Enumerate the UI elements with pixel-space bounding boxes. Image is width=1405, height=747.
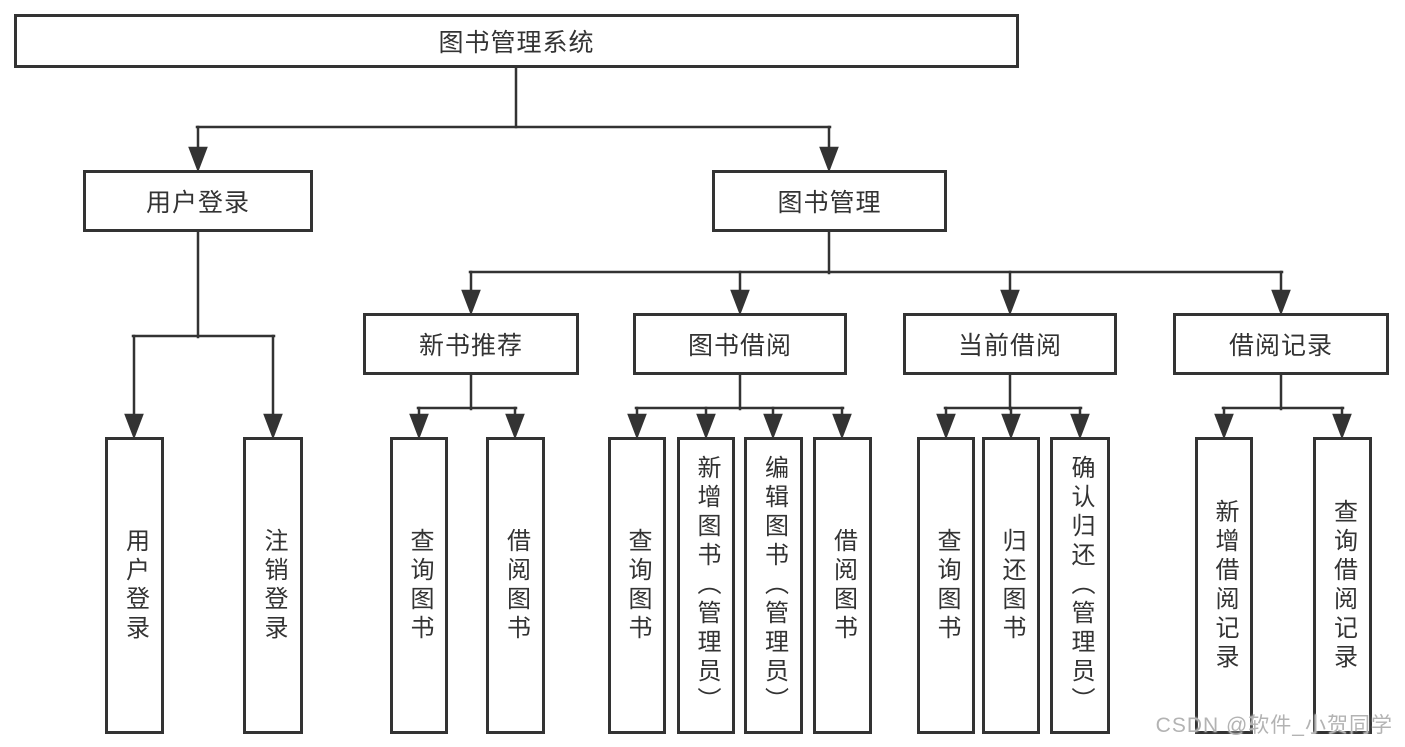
leaf-label: 查询图书 (406, 527, 433, 644)
leaf-label: 查询图书 (933, 527, 960, 644)
leaf-label: 注销登录 (260, 527, 287, 644)
leaf-borrow-book-recommend: 借阅图书 (486, 437, 545, 734)
connector-arrowhead (696, 413, 716, 440)
node-book-borrow: 图书借阅 (633, 313, 847, 375)
leaf-user-login: 用户登录 (105, 437, 164, 734)
node-current-borrow: 当前借阅 (903, 313, 1117, 375)
connector-arrowhead (627, 413, 647, 440)
leaf-add-borrow-record: 新增借阅记录 (1195, 437, 1253, 734)
leaf-label: 确认归还（管理员） (1067, 455, 1094, 716)
leaf-confirm-return-admin: 确认归还（管理员） (1050, 437, 1110, 734)
leaf-label: 新增图书（管理员） (693, 455, 720, 716)
csdn-watermark: CSDN @软件_小贺同学 (1155, 714, 1393, 737)
node-new-book-recommend: 新书推荐 (363, 313, 579, 375)
leaf-label: 查询图书 (624, 527, 651, 644)
leaf-label: 用户登录 (121, 527, 149, 644)
leaf-logout-login: 注销登录 (243, 437, 303, 734)
leaf-label: 新增借阅记录 (1211, 498, 1238, 673)
leaf-return-book: 归还图书 (982, 437, 1040, 734)
connector-arrowhead (1332, 413, 1352, 440)
connector-arrowhead (819, 146, 839, 173)
connector-arrowhead (409, 413, 429, 440)
connector-arrowhead (461, 289, 481, 316)
leaf-label: 借阅图书 (502, 527, 530, 644)
connector-arrowhead (1214, 413, 1234, 440)
connector-arrowhead (1070, 413, 1090, 440)
connector-arrowhead (832, 413, 852, 440)
leaf-label: 归还图书 (998, 527, 1025, 644)
leaf-label: 查询借阅记录 (1329, 498, 1357, 673)
leaf-query-borrow-record: 查询借阅记录 (1313, 437, 1372, 734)
node-borrow-records: 借阅记录 (1173, 313, 1389, 375)
leaf-add-book-admin: 新增图书（管理员） (677, 437, 735, 734)
connector-arrowhead (730, 289, 750, 316)
leaf-label: 编辑图书（管理员） (760, 455, 788, 716)
leaf-edit-book-admin: 编辑图书（管理员） (744, 437, 803, 734)
connector-arrowhead (1271, 289, 1291, 316)
connector-arrowhead (1000, 289, 1020, 316)
leaf-borrow-book: 借阅图书 (813, 437, 872, 734)
connector-arrowhead (763, 413, 783, 440)
node-book-management: 图书管理 (712, 170, 947, 232)
node-library-management-system: 图书管理系统 (14, 14, 1019, 68)
connector-arrowhead (124, 413, 144, 440)
connector-group (124, 66, 1352, 440)
connector-arrowhead (936, 413, 956, 440)
leaf-query-book-current: 查询图书 (917, 437, 975, 734)
connector-arrowhead (263, 413, 283, 440)
connector-arrowhead (505, 413, 525, 440)
connector-arrowhead (188, 146, 208, 173)
connector-arrowhead (1001, 413, 1021, 440)
leaf-query-book-borrow: 查询图书 (608, 437, 666, 734)
leaf-label: 借阅图书 (829, 527, 857, 644)
leaf-query-book-recommend: 查询图书 (390, 437, 448, 734)
node-user-login: 用户登录 (83, 170, 313, 232)
